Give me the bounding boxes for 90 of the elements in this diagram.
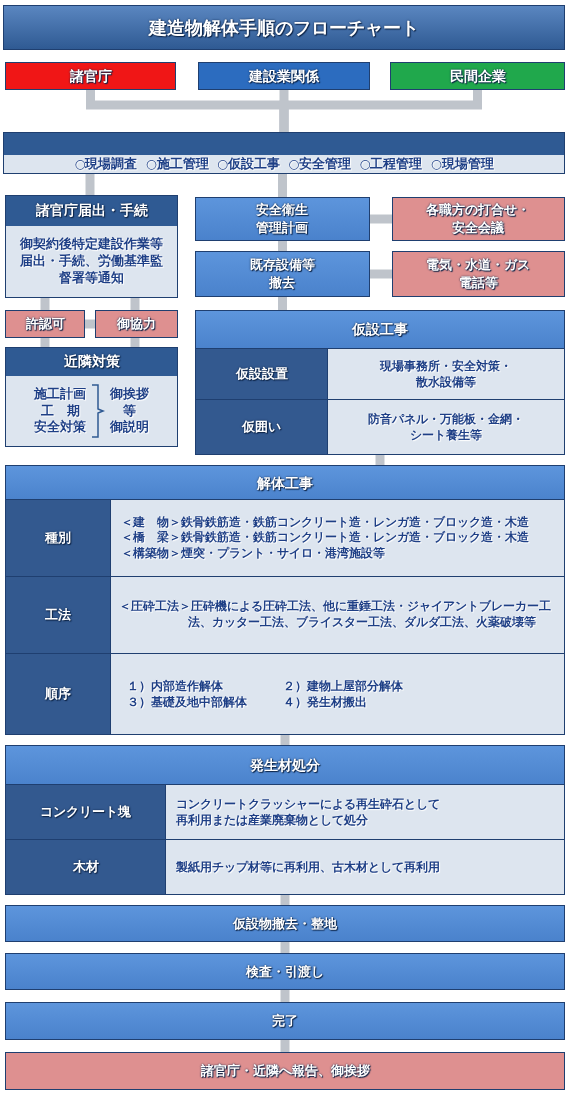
category-box: [5, 62, 176, 90]
connector-pipe: [278, 241, 287, 251]
node-label: ２）建物上屋部分解体: [283, 677, 403, 694]
note-box: [5, 310, 85, 338]
process-box: [5, 953, 565, 990]
node-label: ＜構築物＞煙突・プラント・サイロ・港湾施設等: [121, 545, 385, 562]
node-label: 安全衛生管理計画: [255, 201, 310, 237]
connector-pipe: [280, 895, 290, 905]
section-panel: [3, 132, 565, 174]
node-label: 製紙用チップ材等に再利用、古木材として再利用: [176, 858, 440, 876]
node-label: 各職方の打合せ・安全会議: [425, 201, 532, 237]
node-label: 仮囲い: [242, 418, 281, 436]
connector-pipe: [40, 298, 50, 310]
connector-pipe: [130, 338, 140, 347]
connector-pipe: [40, 338, 50, 347]
process-box: [195, 251, 370, 297]
connector-pipe: [280, 735, 290, 745]
node-label: 完了: [272, 1012, 298, 1030]
node-label: 御契約後特定建設作業等届出・手続、労働基準監督署等通知: [19, 236, 164, 287]
node-label: ○現場調査 ○施工管理 ○仮設工事 ○安全管理 ○工程管理 ○現場管理: [74, 155, 494, 173]
section-panel: [5, 347, 178, 447]
row-header-cell: [5, 576, 111, 654]
section-heading: 諸官庁届出・手続: [6, 196, 177, 226]
node-label: 建設業関係: [249, 66, 319, 86]
connector-pipe: [279, 90, 482, 132]
note-box: [5, 1052, 565, 1090]
row-header-cell: [5, 784, 166, 840]
node-label: コンクリートクラッシャーによる再生砕石として再利用または産業廃棄物として処分: [176, 795, 441, 829]
node-label: 等: [123, 402, 136, 420]
note-box: [95, 310, 178, 338]
section-panel: [5, 745, 565, 895]
connector-pipe: [280, 1040, 290, 1052]
note-box: [392, 197, 565, 241]
row-header-cell: [5, 839, 166, 895]
node-label: ＜圧砕工法＞圧砕機による圧砕工法、他に重錘工法・ジャイアントブレーカー工法、カッター工法、ブライスター工法、ダルダ工法、火薬破壊等: [119, 599, 552, 631]
node-label: 安全対策: [34, 419, 86, 437]
note-box: [392, 251, 565, 297]
connector-pipe: [370, 214, 392, 224]
row-header-cell: [5, 499, 111, 577]
node-label: 工法: [45, 606, 71, 624]
node-label: 電気・水道・ガス電話等: [425, 256, 532, 292]
row-header-cell: [195, 399, 328, 455]
node-label: 工 期: [40, 402, 80, 419]
process-box: [5, 1002, 565, 1040]
node-label: 諸官庁・近隣へ報告、御挨拶: [200, 1062, 370, 1080]
connector-pipe: [85, 319, 95, 329]
node-label: ＜橋 梁＞鉄骨鉄筋造・鉄筋コンクリート造・レンガ造・ブロック造・木造: [121, 530, 529, 546]
connector-pipe: [375, 455, 385, 465]
node-label: 木材: [72, 858, 99, 876]
connector-pipe: [278, 297, 287, 310]
node-label: 仮設設置: [235, 365, 288, 383]
node-label: 民間企業: [449, 66, 506, 86]
section-panel: [5, 195, 178, 298]
connector-pipe: [280, 990, 290, 1002]
connector-pipe: [280, 942, 290, 953]
section-heading: 仮設工事: [196, 311, 564, 349]
row-header-cell: [5, 653, 111, 735]
node-label: 既存設備等撤去: [249, 256, 316, 292]
row-header-cell: [195, 348, 328, 400]
node-label: 仮設物撤去・整地: [233, 914, 337, 933]
node-label: ＜建 物＞鉄骨鉄筋造・鉄筋コンクリート造・レンガ造・ブロック造・木造: [121, 514, 529, 530]
node-label: 現場事務所・安全対策・散水設備等: [378, 357, 513, 391]
connector-pipe: [370, 269, 392, 279]
node-label: 検査・引渡し: [246, 962, 324, 981]
category-box: [390, 62, 565, 90]
node-label: コンクリート塊: [40, 803, 131, 821]
section-panel: [195, 310, 565, 455]
node-label: 施工計画: [34, 385, 86, 403]
category-box: [198, 62, 370, 90]
node-label: 種別: [45, 529, 71, 547]
section-heading: 解体工事: [6, 466, 564, 501]
node-label: 御説明: [110, 419, 149, 437]
node-label: 防音パネル・万能板・金網・シート養生等: [367, 410, 525, 444]
node-label: 御協力: [117, 315, 156, 333]
node-label: １）内部造作解体: [127, 677, 224, 694]
process-box: [5, 905, 565, 942]
node-label: ４）発生材搬出: [283, 694, 368, 711]
connector-pipe: [130, 298, 140, 310]
section-heading: 近隣対策: [6, 348, 177, 376]
node-label: 順序: [45, 685, 71, 703]
node-label: 御挨拶: [110, 385, 149, 403]
node-label: 許認可: [25, 315, 65, 333]
node-label: 諸官庁: [69, 66, 112, 86]
connector-pipe: [85, 174, 95, 195]
section-panel: [5, 465, 565, 735]
connector-pipe: [278, 174, 287, 197]
process-box: [195, 197, 370, 241]
section-heading: 発生材処分: [6, 746, 564, 786]
node-label: ３）基礎及地中部解体: [127, 694, 248, 711]
title-banner: 建造物解体手順のフローチャート: [3, 5, 565, 50]
